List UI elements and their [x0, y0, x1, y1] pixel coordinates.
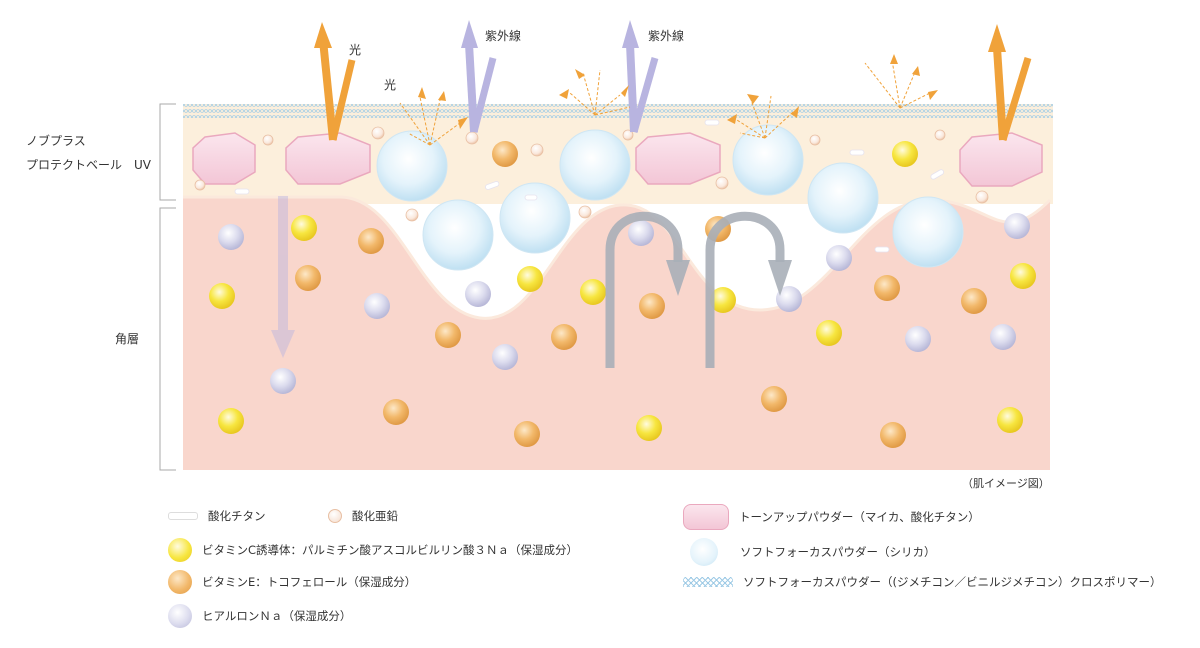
legend-hyaluron: ヒアルロンＮａ（保湿成分）	[168, 604, 351, 628]
legend-vitamin-c: ビタミンC誘導体：パルミチン酸アスコルビルリン酸３Ｎａ（保湿成分）	[168, 538, 578, 562]
silica-swatch-icon	[690, 538, 718, 566]
zinc-swatch-icon	[328, 509, 342, 523]
hyaluron-swatch-icon	[168, 604, 192, 628]
legend-label: ソフトフォーカスパウダー（(ジメチコン／ビニルジメチコン）クロスポリマー）	[743, 575, 1162, 589]
legend-label: 酸化チタン	[208, 509, 266, 523]
zinc-oxide-particles	[194, 126, 989, 222]
legend-tone-up: トーンアップパウダー（マイカ、酸化チタン）	[683, 504, 980, 530]
crosspolymer-swatch-icon	[683, 577, 733, 587]
silica-spheres	[376, 124, 964, 271]
scattered-light	[399, 54, 938, 146]
light-label-left: 光	[349, 43, 362, 57]
crosspolymer-mesh	[183, 104, 1053, 118]
titanium-swatch-icon	[168, 512, 198, 520]
legend-zinc: 酸化亜鉛	[328, 508, 398, 524]
vitamin-e-swatch-icon	[168, 570, 192, 594]
skin-diagram	[159, 20, 1053, 471]
reflected-light-arrows	[314, 22, 1032, 142]
legend-crosspolymer: ソフトフォーカスパウダー（(ジメチコン／ビニルジメチコン）クロスポリマー）	[683, 574, 1161, 590]
titanium-oxide-particles	[234, 119, 945, 253]
uv-label-2: 紫外線	[648, 29, 685, 43]
tone-up-powders	[192, 132, 1043, 187]
legend-label: ヒアルロンＮａ（保湿成分）	[202, 609, 352, 623]
moisture-circulation-arrows	[605, 211, 785, 368]
veil-label-line2: プロテクトベール UV	[26, 158, 151, 172]
tone-up-swatch-icon	[683, 504, 729, 530]
legend-label: ビタミンE：トコフェロール（保湿成分）	[202, 575, 417, 589]
legend-vitamin-e: ビタミンE：トコフェロール（保湿成分）	[168, 570, 416, 594]
vitamin-c-swatch-icon	[168, 538, 192, 562]
vitamin-c-particles	[209, 141, 1036, 441]
legend-titanium: 酸化チタン	[168, 508, 266, 524]
legend-label: トーンアップパウダー（マイカ、酸化チタン）	[739, 510, 980, 524]
uv-label-1: 紫外線	[485, 29, 522, 43]
legend-label: ビタミンC誘導体：パルミチン酸アスコルビルリン酸３Ｎａ（保湿成分）	[202, 543, 579, 557]
diagram-caption: （肌イメージ図）	[962, 477, 1050, 490]
blocked-uv-arrow	[271, 196, 295, 358]
stratum-label: 角層	[115, 332, 140, 346]
veil-label-line1: ノブプラス	[26, 134, 86, 148]
legend-label: 酸化亜鉛	[352, 509, 398, 523]
legend-silica: ソフトフォーカスパウダー（シリカ）	[690, 538, 936, 566]
uv-arrows	[461, 20, 659, 133]
light-label-small: 光	[384, 78, 397, 92]
legend-label: ソフトフォーカスパウダー（シリカ）	[740, 545, 936, 559]
hyaluron-particles	[218, 213, 1030, 394]
